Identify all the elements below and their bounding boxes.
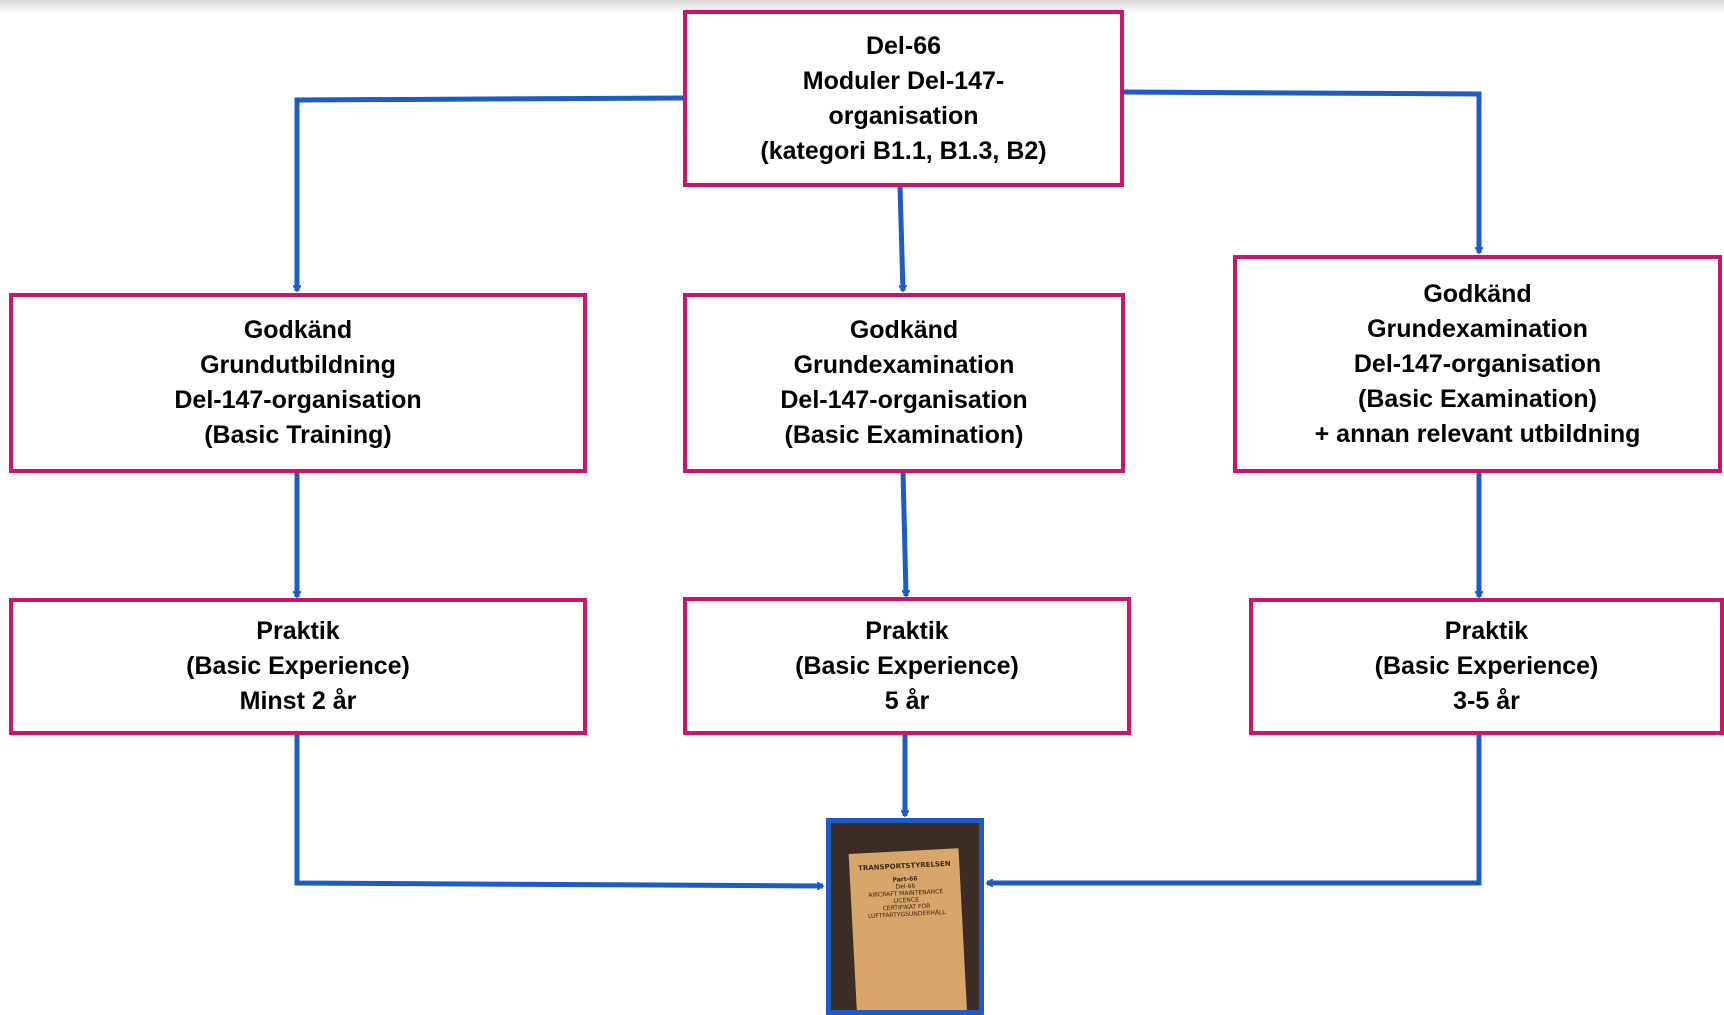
box-line: (Basic Training) <box>204 421 392 449</box>
licence-document: TRANSPORTSTYRELSEN Part-66 Del-66 AIRCRA… <box>848 848 968 1010</box>
box-line: Minst 2 år <box>239 687 357 715</box>
box-line: (Basic Experience) <box>795 651 1019 680</box>
box-line: Del-147-organisation <box>1353 349 1602 378</box>
licence-issuer: TRANSPORTSTYRELSEN <box>857 860 951 873</box>
top-line: Moduler Del-147- <box>802 66 1005 95</box>
licence-photo: TRANSPORTSTYRELSEN Part-66 Del-66 AIRCRA… <box>826 818 984 1015</box>
box-experience-3-5: Praktik (Basic Experience) 3-5 år <box>1249 598 1724 735</box>
box-line: Praktik <box>256 617 340 645</box>
box-line: (Basic Experience) <box>1374 652 1599 680</box>
arrow-right-to-licence <box>987 732 1482 883</box>
arrow-left-to-licence <box>294 732 823 886</box>
box-line: 5 år <box>884 686 930 715</box>
box-basic-examination: Godkänd Grundexamination Del-147-organis… <box>683 293 1125 473</box>
top-line: (kategori B1.1, B1.3, B2) <box>760 136 1047 165</box>
arrow-middle-step <box>900 469 906 596</box>
box-experience-5: Praktik (Basic Experience) 5 år <box>683 597 1131 735</box>
box-line: Del-147-organisation <box>174 386 422 414</box>
arrow-top-to-left <box>297 95 684 291</box>
box-experience-min-2: Praktik (Basic Experience) Minst 2 år <box>9 598 587 735</box>
arrow-top-to-right <box>1121 89 1479 253</box>
box-line: Grundexamination <box>1367 314 1588 343</box>
top-shading <box>0 0 1724 14</box>
box-line: + annan relevant utbildning <box>1314 419 1641 448</box>
box-line: Praktik <box>865 616 949 645</box>
top-line: organisation <box>828 101 979 130</box>
arrow-top-to-middle <box>897 185 903 291</box>
box-line: Godkänd <box>849 316 959 344</box>
box-line: (Basic Examination) <box>1358 384 1597 413</box>
box-line: (Basic Examination) <box>784 421 1024 449</box>
box-line: Godkänd <box>1423 279 1532 308</box>
box-line: (Basic Experience) <box>186 652 410 680</box>
box-line: Godkänd <box>243 316 353 344</box>
box-line: Grundutbildning <box>200 351 396 379</box>
box-del66-modules: Del-66 Moduler Del-147- organisation (ka… <box>683 10 1124 187</box>
box-line: Del-147-organisation <box>780 386 1028 414</box>
box-basic-examination-plus: Godkänd Grundexamination Del-147-organis… <box>1233 255 1722 473</box>
top-line: Del-66 <box>865 31 942 60</box>
box-line: 3-5 år <box>1453 687 1520 715</box>
box-line: Praktik <box>1444 617 1529 645</box>
box-basic-training: Godkänd Grundutbildning Del-147-organisa… <box>9 293 587 473</box>
box-line: Grundexamination <box>793 351 1015 379</box>
